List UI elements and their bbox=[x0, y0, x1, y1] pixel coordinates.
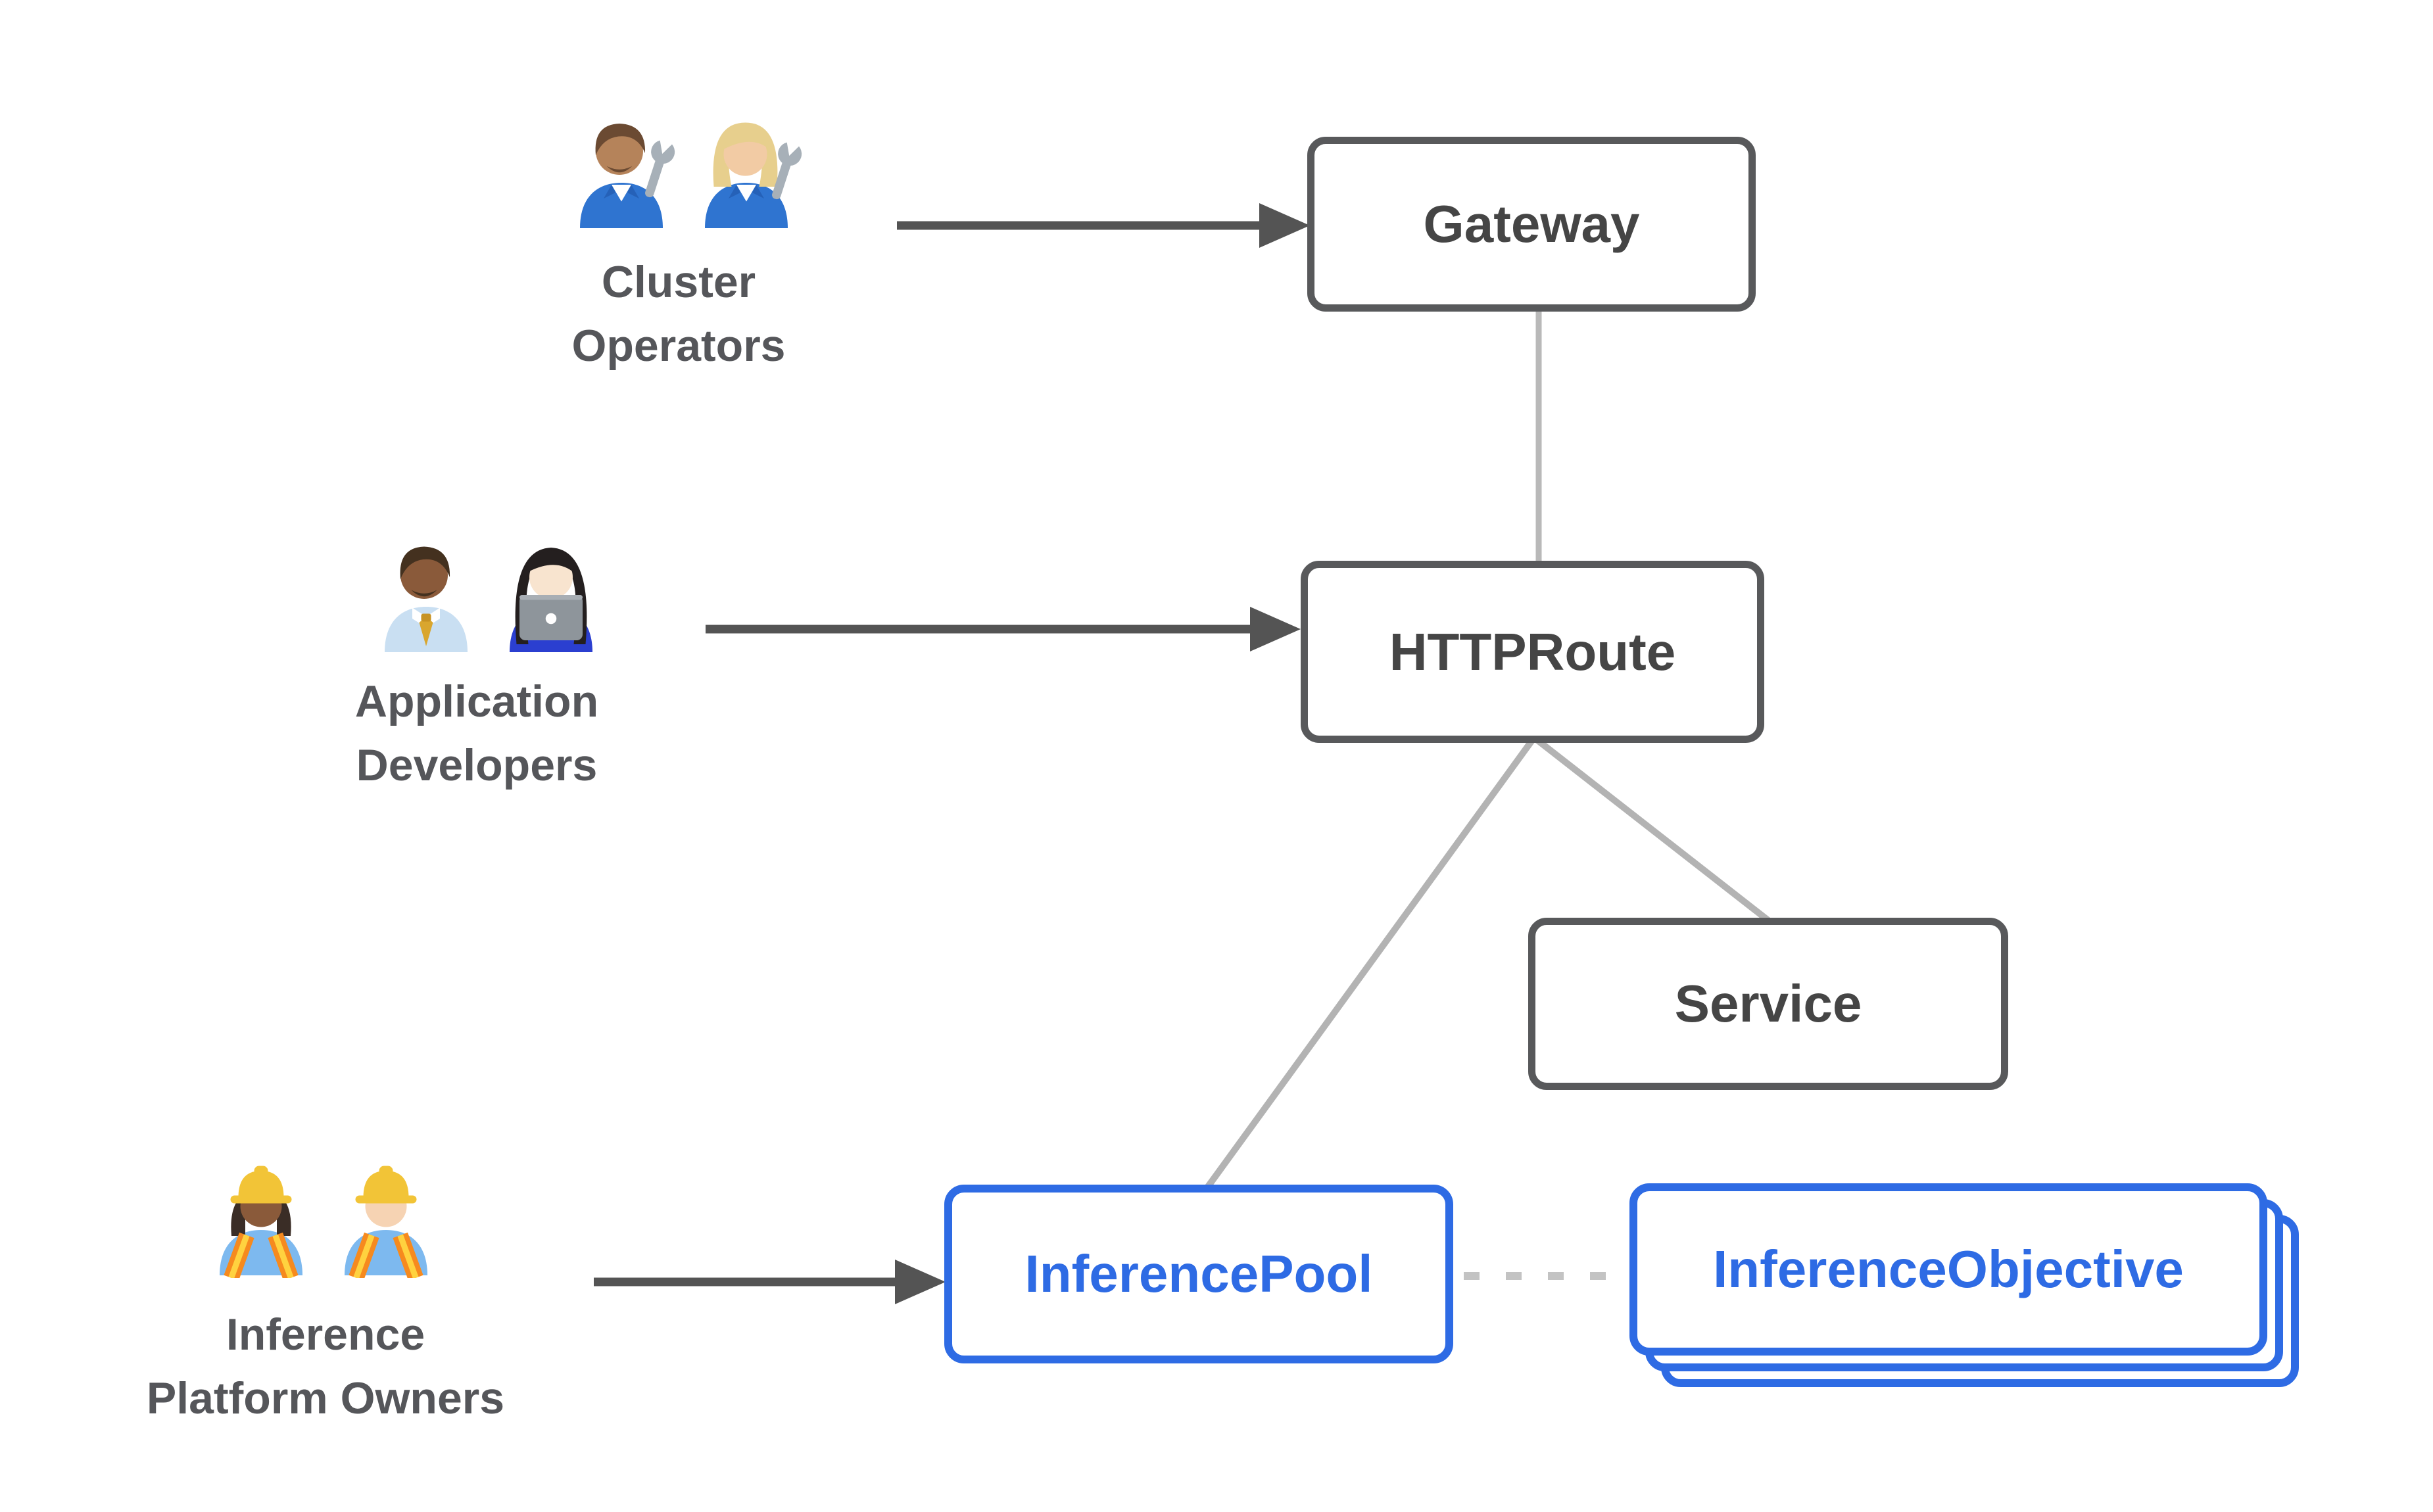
arrow-cluster-operators-to-gateway bbox=[897, 203, 1310, 248]
connector-httproute-service bbox=[1531, 735, 1771, 923]
man-mechanic-icon bbox=[562, 107, 681, 231]
man-construction-worker-icon bbox=[327, 1154, 445, 1281]
woman-construction-worker-icon bbox=[202, 1154, 320, 1281]
inference-platform-owners-label-line1: Inference bbox=[226, 1310, 425, 1359]
inference-platform-owners-label-line2: Platform Owners bbox=[146, 1373, 505, 1423]
arrow-inference-platform-owners-to-inferencepool bbox=[594, 1260, 946, 1304]
inferenceobjective-node-label: InferenceObjective bbox=[1713, 1240, 2184, 1298]
application-developers-icons bbox=[367, 531, 610, 655]
httproute-node-label: HTTPRoute bbox=[1389, 622, 1676, 681]
gateway-node-label: Gateway bbox=[1423, 195, 1640, 253]
service-node: Service bbox=[1528, 918, 2008, 1090]
woman-technologist-icon bbox=[492, 531, 610, 655]
cluster-operators-label: Cluster Operators bbox=[429, 250, 928, 378]
cluster-operators-label-line2: Operators bbox=[571, 321, 786, 371]
application-developers-label-line1: Application bbox=[354, 676, 599, 726]
cluster-operators-label-line1: Cluster bbox=[601, 257, 756, 307]
inferencepool-node: InferencePool bbox=[944, 1185, 1453, 1363]
httproute-node: HTTPRoute bbox=[1301, 561, 1764, 743]
arrow-application-developers-to-httproute bbox=[706, 607, 1301, 651]
service-node-label: Service bbox=[1674, 974, 1862, 1033]
application-developers-label-line2: Developers bbox=[356, 740, 598, 790]
inference-platform-owners-icons bbox=[202, 1154, 445, 1281]
application-developers-label: Application Developers bbox=[227, 670, 727, 797]
inferencepool-node-label: InferencePool bbox=[1024, 1244, 1373, 1303]
inference-platform-owners-label: Inference Platform Owners bbox=[76, 1303, 575, 1430]
man-office-worker-icon bbox=[367, 531, 485, 655]
inferenceobjective-node-stack: InferenceObjective bbox=[1629, 1183, 2300, 1388]
gateway-node: Gateway bbox=[1307, 137, 1756, 312]
woman-mechanic-icon bbox=[687, 107, 806, 231]
connector-httproute-inferencepool bbox=[1205, 736, 1537, 1189]
cluster-operators-icons bbox=[562, 107, 806, 231]
inferenceobjective-node: InferenceObjective bbox=[1629, 1183, 2267, 1356]
